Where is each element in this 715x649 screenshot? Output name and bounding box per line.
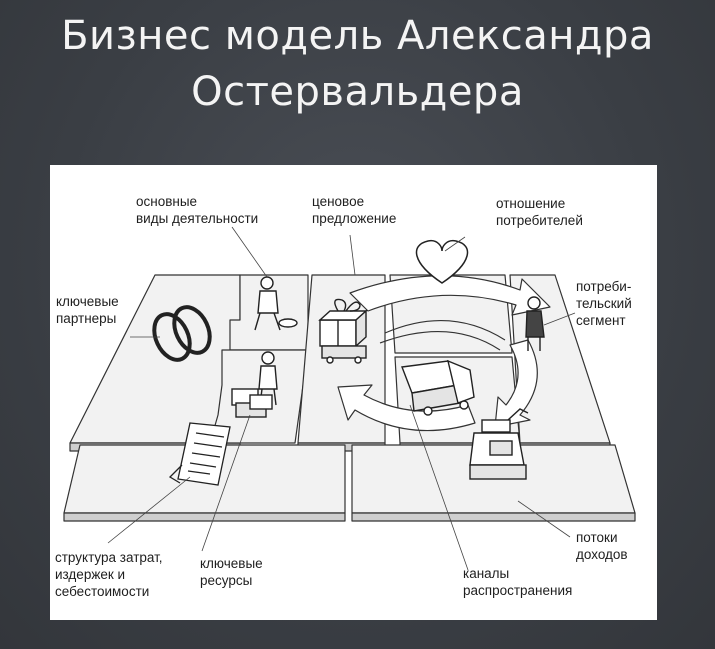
inner-loop [384,320,506,341]
slide-title: Бизнес модель Александра Остервальдера [0,8,715,120]
heart-icon [415,239,469,284]
label-customer-relationships: отношение потребителей [496,196,583,228]
label-value-proposition: ценовое предложение [312,194,397,226]
label-key-partners: ключевые партнеры [56,294,119,326]
cycle-arrow-top [349,275,551,316]
label-customer-segments: потреби- тельский сегмент [576,279,632,328]
leader-lines [107,226,576,571]
worker-with-boxes-icon [231,351,278,418]
canvas-drawing [63,226,636,571]
business-model-illustration: основные виды деятельности ценовое предл… [50,165,657,620]
slide-title-line-1: Бизнес модель Александра [61,13,654,59]
label-key-activities: основные виды деятельности [136,194,259,226]
revenue-streams-block-side [351,512,636,522]
label-cost-structure: структура затрат, издержек и себестоимос… [55,550,163,599]
inner-loop-2 [379,331,501,351]
delivery-truck-icon [401,359,475,416]
cycle-arrow-bottom [337,384,476,432]
label-channels: каналы распространения [463,566,573,598]
chain-links-icon [152,305,212,362]
cost-structure-block-side [63,512,346,522]
gift-box-icon [318,298,368,364]
cash-register-icon [469,408,529,480]
worker-icon [254,276,298,331]
document-papers-icon [168,422,231,486]
customer-icon [525,296,545,351]
label-key-resources: ключевые ресурсы [200,556,263,588]
label-revenue-streams: потоки доходов [576,530,628,562]
slide-title-line-2: Остервальдера [191,69,524,115]
